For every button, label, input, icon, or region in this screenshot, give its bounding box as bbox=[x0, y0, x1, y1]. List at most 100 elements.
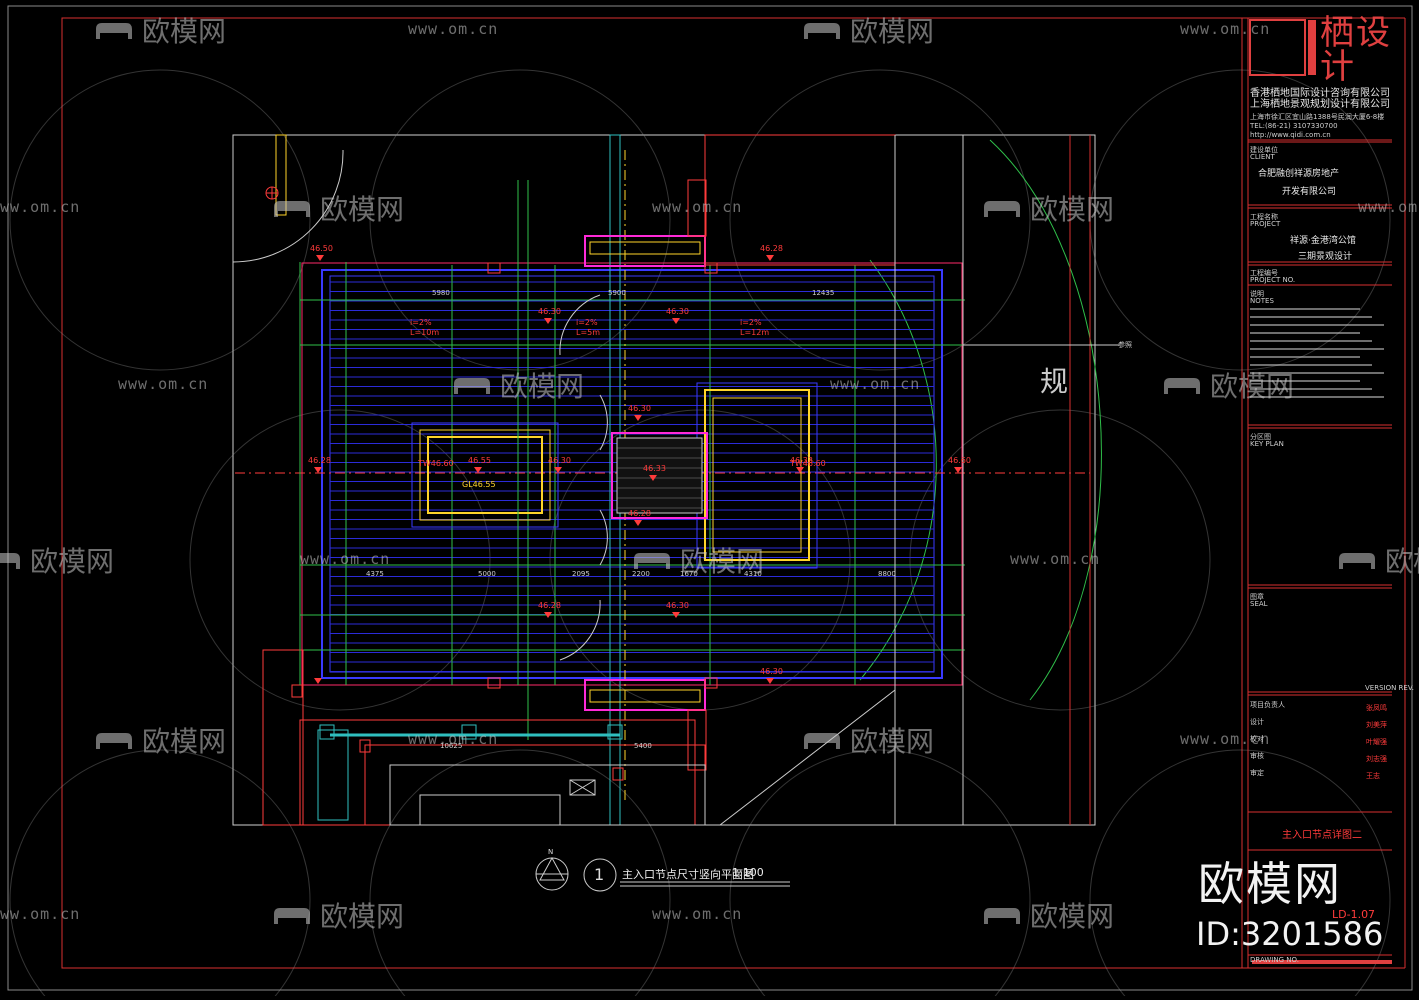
elevation-marker bbox=[766, 678, 774, 684]
watermark-brand: 欧模网 bbox=[1160, 365, 1294, 405]
company-hk: 香港栖地国际设计咨询有限公司 bbox=[1250, 88, 1390, 99]
watermark-url: www.om.cn bbox=[118, 375, 209, 393]
drawing-number: LD-1.07 bbox=[1332, 908, 1376, 921]
dimension-label: i=2% bbox=[410, 318, 432, 327]
version-info: VERSION REV. bbox=[1365, 684, 1414, 692]
notes-line bbox=[1250, 388, 1372, 390]
dimension-label: 10625 bbox=[440, 742, 463, 750]
inner-frame bbox=[61, 17, 1243, 969]
watermark-brand: 欧模网 bbox=[980, 188, 1114, 228]
role-label: 设计 bbox=[1250, 718, 1264, 726]
notes-label: 说明 bbox=[1250, 290, 1264, 298]
elevation-label: 46.28 bbox=[308, 456, 331, 465]
notes-line bbox=[1250, 356, 1360, 358]
watermark-url: www.om.cn bbox=[1180, 20, 1271, 38]
elevation-marker bbox=[314, 467, 322, 473]
elevation-marker bbox=[766, 255, 774, 261]
elevation-marker bbox=[796, 467, 804, 473]
watermark-url: www.om.cn bbox=[300, 550, 391, 568]
dimension-label: L=12m bbox=[740, 328, 770, 337]
dimension-label: 5980 bbox=[432, 289, 450, 297]
role-name: 王志 bbox=[1366, 772, 1380, 780]
elevation-label: 46.28 bbox=[538, 601, 561, 610]
notes-line bbox=[1250, 380, 1360, 382]
elevation-label: 46.28 bbox=[760, 244, 783, 253]
tel: TEL:(86-21) 3107330700 bbox=[1250, 122, 1338, 130]
elevation-label: 46.30 bbox=[548, 456, 571, 465]
elevation-marker bbox=[316, 255, 324, 261]
project-no-label: 工程编号 bbox=[1250, 269, 1278, 277]
watermark-brand: 欧模网 bbox=[800, 720, 934, 760]
keyplan-en: KEY PLAN bbox=[1250, 440, 1284, 448]
dimension-label: 5900 bbox=[608, 289, 626, 297]
watermark-brand: 欧模网 bbox=[800, 10, 934, 50]
client-en: CLIENT bbox=[1250, 153, 1275, 161]
dimension-label: 8800 bbox=[878, 570, 896, 578]
client-label: 建设单位 bbox=[1250, 146, 1278, 154]
seal-en: SEAL bbox=[1250, 600, 1268, 608]
elevation-label: 46.30 bbox=[628, 404, 651, 413]
elevation-label: 46.28 bbox=[628, 509, 651, 518]
annotation-label: 参照 bbox=[1118, 341, 1132, 349]
company-sh: 上海栖地景观规划设计有限公司 bbox=[1250, 99, 1390, 110]
elevation-marker bbox=[634, 415, 642, 421]
role-label: 审定 bbox=[1250, 769, 1264, 777]
notes-line bbox=[1250, 324, 1384, 326]
address: 上海市徐汇区宜山路1388号民润大厦6-8楼 bbox=[1250, 113, 1385, 121]
elevation-marker bbox=[672, 612, 680, 618]
project-en: PROJECT bbox=[1250, 220, 1281, 228]
client-line2: 开发有限公司 bbox=[1282, 187, 1337, 197]
watermark-url: www.om.cn bbox=[1358, 198, 1419, 216]
elevation-marker bbox=[649, 475, 657, 481]
elevation-label: 46.30 bbox=[666, 601, 689, 610]
plan-scale: 1:100 bbox=[732, 866, 764, 879]
role-label: 审核 bbox=[1250, 752, 1264, 760]
pool-label: GL46.55 bbox=[462, 480, 496, 489]
notes-line bbox=[1250, 316, 1372, 318]
plan-caption: 主入口节点尺寸竖向平面图 bbox=[622, 868, 754, 881]
dimension-label: i=2% bbox=[576, 318, 598, 327]
plan-number: 1 bbox=[594, 865, 605, 884]
dimension-label: 12435 bbox=[812, 289, 835, 297]
watermark-brand: 欧模网 bbox=[630, 540, 764, 580]
elevation-marker bbox=[954, 467, 962, 473]
watermark-brand: 欧模网 bbox=[450, 365, 584, 405]
watermark-url: www.om.cn bbox=[1180, 730, 1271, 748]
project-line1: 祥源·金港湾公馆 bbox=[1290, 236, 1356, 246]
project-label: 工程名称 bbox=[1250, 213, 1278, 221]
elevation-label: 46.60 bbox=[948, 456, 971, 465]
watermark-brand: 欧模网 bbox=[92, 720, 226, 760]
dimension-label: L=10m bbox=[410, 328, 440, 337]
side-char: 规 bbox=[1040, 365, 1069, 398]
seal-label: 图章 bbox=[1250, 593, 1264, 601]
footer-label: DRAWING NO. bbox=[1250, 956, 1299, 964]
dimension-label: 2095 bbox=[572, 570, 590, 578]
elevation-label: 46.30 bbox=[666, 307, 689, 316]
watermark-brand: 欧模网 bbox=[270, 188, 404, 228]
watermark-url: www.om.cn bbox=[0, 905, 81, 923]
role-label: 项目负责人 bbox=[1250, 701, 1285, 709]
outer-frame bbox=[7, 5, 1413, 991]
watermark-url: www.om.cn bbox=[652, 198, 743, 216]
elevation-marker bbox=[634, 520, 642, 526]
notes-en: NOTES bbox=[1250, 297, 1274, 305]
north-label: N bbox=[548, 848, 554, 856]
dimension-label: 1670 bbox=[680, 570, 698, 578]
elevation-marker bbox=[474, 467, 482, 473]
role-name: 张凤鸣 bbox=[1366, 704, 1387, 712]
tw-label-right: TW46.60 bbox=[790, 459, 826, 468]
elevation-label: 46.55 bbox=[468, 456, 491, 465]
role-name: 叶耀强 bbox=[1366, 738, 1387, 746]
logo: 栖设计 bbox=[1320, 13, 1392, 87]
client-line1: 合肥融创祥源房地产 bbox=[1258, 169, 1340, 179]
dimension-label: i=2% bbox=[740, 318, 762, 327]
notes-line bbox=[1250, 308, 1360, 310]
project-line2: 三期景观设计 bbox=[1298, 252, 1353, 262]
elevation-label: 46.50 bbox=[310, 244, 333, 253]
elevation-marker bbox=[672, 318, 680, 324]
role-name: 刘志强 bbox=[1366, 755, 1387, 763]
elevation-marker bbox=[554, 467, 562, 473]
role-label: 校对 bbox=[1250, 735, 1264, 743]
tw-label-left: TW46.60 bbox=[418, 459, 454, 468]
